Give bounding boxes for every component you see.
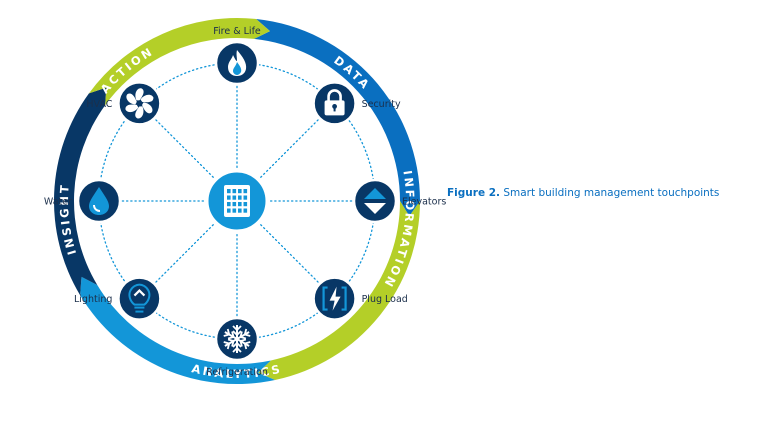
node-label: HVAC: [86, 99, 112, 110]
ring-segment-band: [80, 276, 276, 384]
lightbulb-icon: [128, 283, 151, 313]
node-elevators: Elevators: [352, 178, 446, 224]
flame-icon: [228, 50, 247, 76]
dotted-spoke: [138, 200, 238, 300]
caption-text: Smart building management touchpoints: [503, 187, 720, 199]
ring-segment-band: [258, 201, 420, 381]
node-label: Plug Load: [362, 294, 408, 305]
node-label: Water: [44, 197, 72, 208]
water-drop-icon: [89, 187, 109, 215]
node-lighting: Lighting: [74, 276, 162, 321]
dotted-spoke: [236, 102, 336, 202]
node-plug-load: Plug Load: [312, 276, 408, 321]
hub-building-node: [205, 169, 269, 233]
node-hvac: HVAC: [86, 81, 162, 126]
fan-icon: [125, 88, 154, 119]
node-water: Water: [44, 178, 122, 224]
node-fire-life: Fire & Life: [213, 26, 261, 86]
snowflake-icon: [223, 325, 251, 353]
node-label: Elevators: [402, 197, 446, 208]
node-label: Security: [362, 99, 401, 110]
node-refrigeration: Refrigeration: [206, 316, 268, 378]
ring-segment-insight: INSIGHT: [53, 87, 107, 296]
node-label: Lighting: [74, 294, 112, 305]
node-label: Fire & Life: [213, 26, 261, 37]
ring-segment-band: [88, 17, 271, 106]
plug-load-icon: [322, 286, 347, 311]
ring-segment-band: [254, 19, 420, 217]
node-label: Refrigeration: [206, 367, 268, 378]
ring-segment-band: [53, 87, 107, 296]
dotted-spoke: [236, 200, 336, 300]
figure-caption: Figure 2. Smart building management touc…: [447, 187, 719, 199]
caption-prefix: Figure 2.: [447, 187, 501, 199]
lock-icon: [324, 89, 345, 116]
node-security: Security: [312, 81, 401, 126]
ring-segment-analytics: ANALYTICS: [80, 276, 283, 384]
ring-label-analytics: ANALYTICS: [190, 361, 283, 381]
elevator-arrows-icon: [364, 188, 386, 214]
dotted-spoke: [138, 102, 238, 202]
building-icon: [224, 185, 250, 217]
